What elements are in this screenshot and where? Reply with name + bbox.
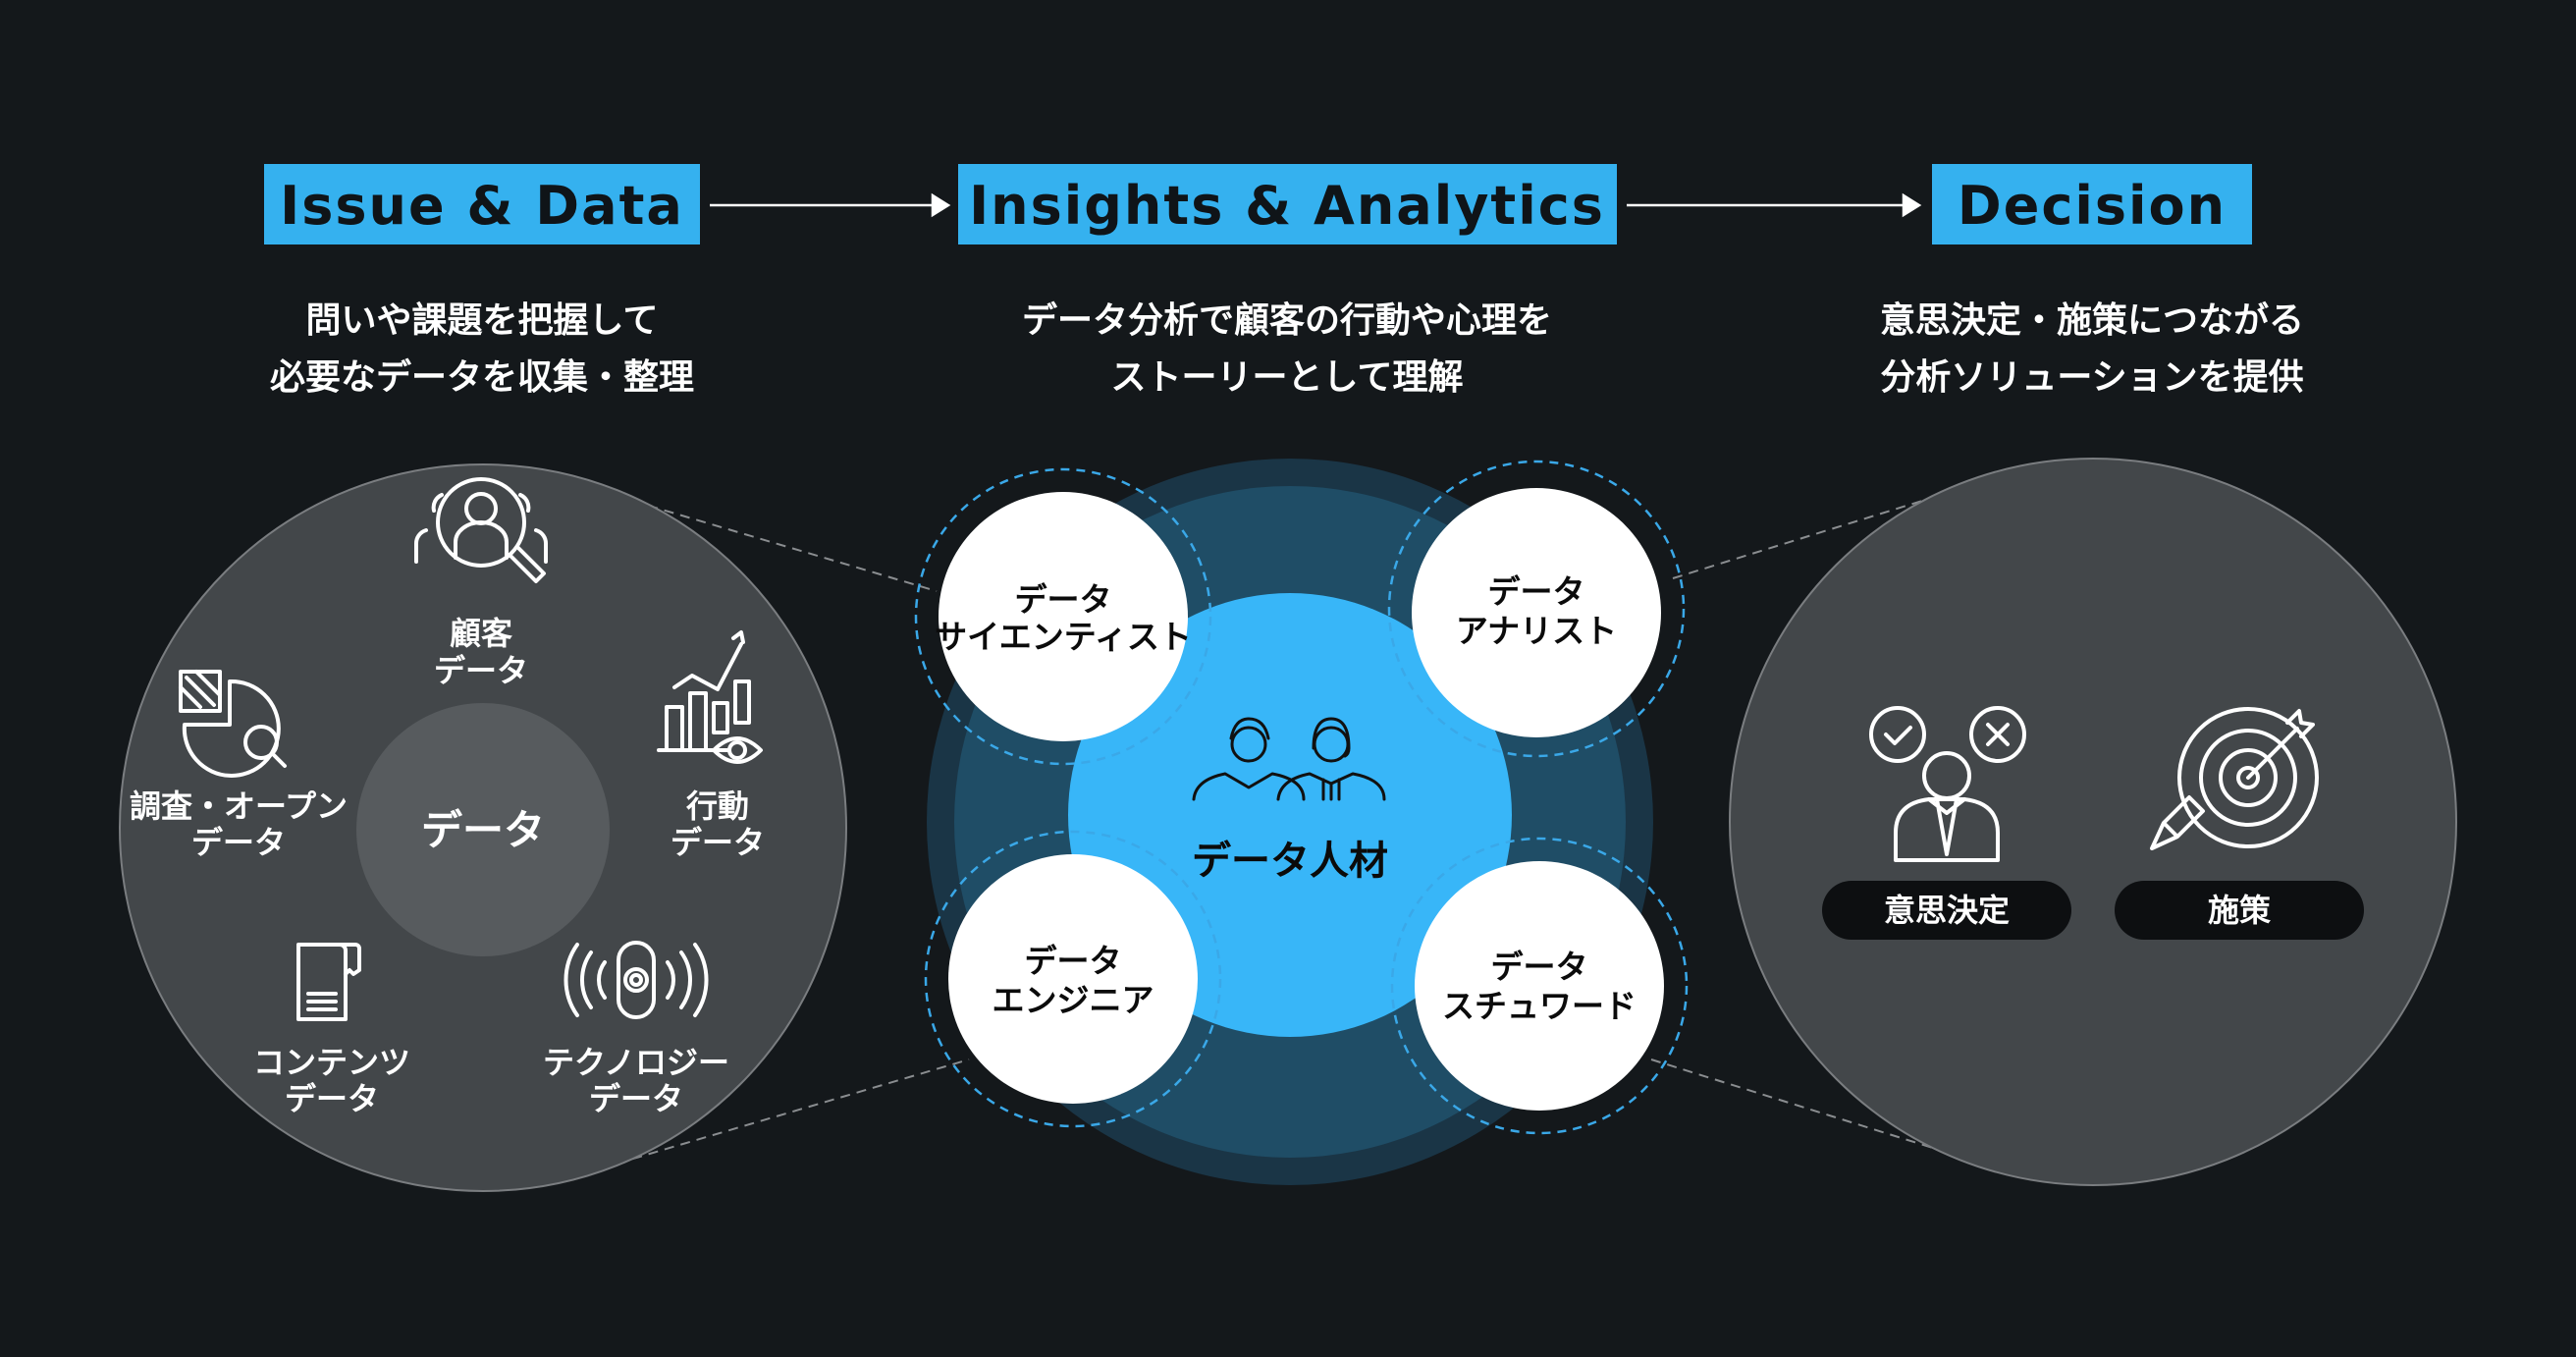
role-label: データ: [1025, 942, 1122, 980]
role-data-steward: データ スチュワード: [1415, 861, 1664, 1111]
item-label: テクノロジー: [543, 1044, 729, 1081]
item-label: データ: [589, 1080, 683, 1117]
step-title: Issue & Data: [280, 175, 684, 237]
pie-chart-search-icon: [179, 670, 287, 778]
role-label: データ: [1488, 572, 1585, 611]
step-description: ストーリーとして理解: [1111, 357, 1464, 398]
decision-person-icon: [1869, 706, 2026, 862]
item-label: データ: [285, 1080, 379, 1117]
customer-search-icon: [414, 477, 548, 583]
bar-chart-eye-icon: [657, 630, 763, 764]
target-icon: [2150, 707, 2319, 850]
step-title: Decision: [1958, 175, 2227, 237]
step-description: 問いや課題を把握して: [306, 300, 659, 341]
role-data-scientist: データ サイエンティスト: [935, 492, 1192, 741]
role-label: データ: [1491, 948, 1588, 986]
step-description: 必要なデータを収集・整理: [270, 356, 694, 398]
role-data-analyst: データ アナリスト: [1412, 488, 1661, 737]
role-data-engineer: データ エンジニア: [948, 854, 1198, 1104]
item-label: データ: [671, 824, 765, 861]
role-label: データ: [1015, 580, 1112, 619]
data-core: [356, 703, 610, 956]
item-label: データ: [191, 824, 286, 861]
data-core-label: データ: [421, 806, 545, 854]
item-label: コンテンツ: [253, 1044, 410, 1081]
talent-core-label: データ人材: [1192, 839, 1388, 884]
talent-circle: データ人材 データ サイエンティスト データ アナリスト データ エンジニア デ…: [914, 459, 1689, 1185]
measures-label: 施策: [2208, 892, 2271, 929]
people-icon: [1192, 717, 1386, 801]
role-label: エンジニア: [993, 981, 1154, 1019]
item-label: 調査・オープン: [130, 787, 348, 825]
step-insights-analytics: Insights & Analytics: [958, 164, 1617, 244]
role-label: スチュワード: [1442, 987, 1637, 1025]
step-description: 意思決定・施策につながる: [1880, 300, 2304, 341]
step-description: 分析ソリューションを提供: [1880, 357, 2303, 398]
role-label: サイエンティスト: [935, 618, 1192, 656]
step-issue-data: Issue & Data: [264, 164, 700, 244]
sensor-signal-icon: [564, 941, 709, 1019]
decision-pill: 意思決定: [1822, 881, 2071, 940]
connector-lines: [616, 500, 1940, 1165]
item-label: 顧客: [450, 615, 512, 652]
step-decision: Decision: [1932, 164, 2252, 244]
role-label: アナリスト: [1456, 612, 1617, 650]
data-circle: データ 顧客 データ 調査・オープン データ 行動 データ: [119, 463, 847, 1192]
decision-label: 意思決定: [1884, 892, 2010, 929]
arrow-icon: [1627, 192, 1922, 218]
document-icon: [296, 943, 361, 1021]
decision-circle: 意思決定 施策: [1729, 458, 2457, 1186]
item-label: 行動: [686, 787, 749, 825]
item-label: データ: [434, 652, 528, 689]
role-dashed-rings: [914, 460, 1689, 1135]
step-description: データ分析で顧客の行動や心理を: [1022, 299, 1552, 341]
arrow-icon: [710, 192, 951, 218]
step-title: Insights & Analytics: [969, 175, 1605, 237]
measures-pill: 施策: [2115, 881, 2364, 940]
